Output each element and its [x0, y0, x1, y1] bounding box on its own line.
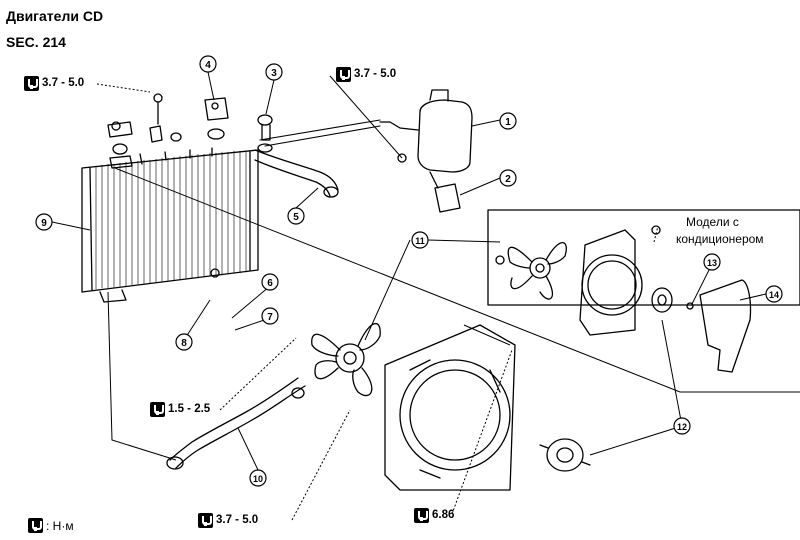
radiator [81, 147, 259, 303]
callout-label-10: 10 [253, 474, 263, 484]
torque-wrench-icon [414, 508, 429, 523]
reservoir-tank [259, 89, 473, 213]
radiator-fittings [107, 93, 273, 155]
callout-label-11: 11 [415, 236, 425, 246]
torque-wrench-icon [336, 67, 351, 82]
callout-numbers: 1 2 3 4 5 6 7 8 9 10 11 12 13 14 [41, 60, 779, 484]
ac-note-line1: Модели с [686, 215, 739, 229]
callout-14 [765, 285, 783, 303]
torque-spec-bottom-right: 6.86 [432, 509, 455, 521]
callout-12 [673, 417, 691, 435]
diagram-title: Двигатели CD [6, 8, 104, 24]
callout-label-2: 2 [505, 174, 511, 185]
torque-spec-top-left: 3.7 - 5.0 [42, 77, 85, 89]
ac-inset [487, 209, 800, 373]
callout-label-9: 9 [41, 218, 47, 229]
torque-wrench-icon [24, 76, 39, 91]
callout-label-13: 13 [707, 258, 717, 268]
fan-motor [539, 438, 591, 472]
callout-2 [499, 169, 517, 187]
callout-label-14: 14 [769, 290, 779, 300]
callout-4 [199, 55, 217, 73]
leader-lines [51, 71, 800, 521]
callout-10 [249, 469, 267, 487]
torque-spec-top-center: 3.7 - 5.0 [354, 68, 397, 80]
torque-spec-middle-left: 1.5 - 2.5 [168, 403, 211, 415]
callout-label-6: 6 [267, 278, 273, 289]
callout-8 [175, 333, 193, 351]
torque-wrench-icon [198, 513, 213, 528]
callout-7 [261, 307, 279, 325]
lower-hose [166, 377, 306, 470]
callout-6 [261, 273, 279, 291]
section-code: SEC. 214 [6, 34, 66, 50]
ac-note-line2: кондиционером [676, 232, 764, 246]
fan-blade [311, 323, 381, 397]
callout-label-4: 4 [205, 60, 211, 71]
callout-11 [411, 231, 429, 249]
callout-1 [499, 112, 517, 130]
upper-hose [254, 149, 339, 198]
legend-unit: : Н·м [46, 519, 74, 533]
torque-spec-bottom-center: 3.7 - 5.0 [216, 514, 259, 526]
callout-5 [287, 207, 305, 225]
callout-markers [35, 55, 783, 487]
callout-label-3: 3 [271, 68, 277, 79]
callout-label-5: 5 [293, 212, 299, 223]
callout-label-7: 7 [267, 312, 273, 323]
callout-label-1: 1 [505, 117, 511, 128]
callout-13 [703, 253, 721, 271]
torque-wrench-icon [28, 518, 43, 533]
callout-label-8: 8 [181, 338, 187, 349]
callout-3 [265, 63, 283, 81]
callout-9 [35, 213, 53, 231]
torque-wrench-icon [150, 402, 165, 417]
callout-label-12: 12 [677, 422, 687, 432]
fan-shroud [384, 324, 516, 491]
